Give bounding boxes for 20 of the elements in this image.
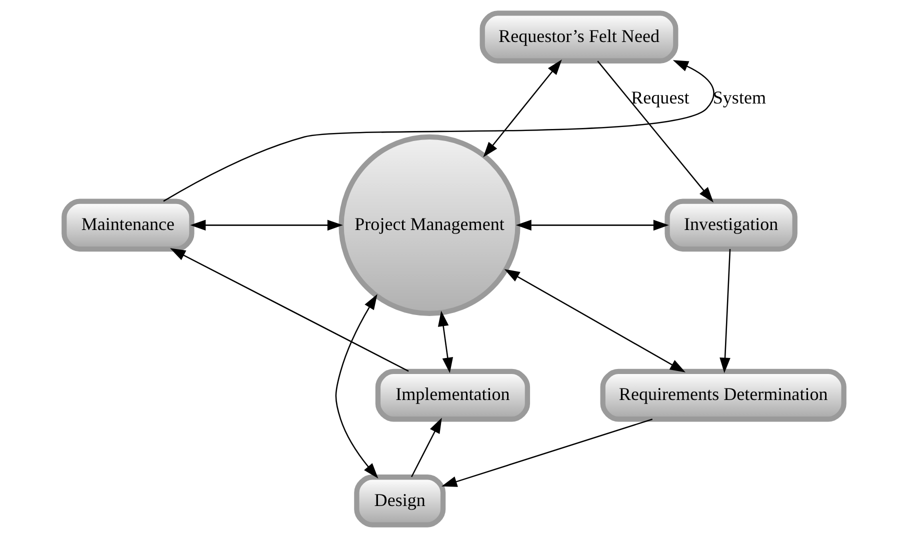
- node-box: Maintenance: [61, 198, 194, 252]
- arrow: [719, 249, 730, 374]
- arrow: [437, 310, 453, 374]
- arrow: [170, 248, 408, 372]
- edge-label: Request: [630, 88, 689, 108]
- node-box: Implementation: [374, 368, 530, 422]
- arrow: [515, 220, 668, 231]
- arrow: [596, 60, 714, 202]
- arrow: [504, 269, 685, 372]
- node-box: Requirements Determination: [600, 368, 846, 422]
- arrow: [441, 418, 652, 487]
- node-box: Investigation: [664, 198, 797, 252]
- arrow: [162, 60, 714, 202]
- arrow: [482, 60, 562, 158]
- node-box: Design: [354, 474, 446, 528]
- arrow: [190, 220, 342, 231]
- edge-label: System: [712, 88, 766, 108]
- arrow: [410, 418, 442, 478]
- arrow: [334, 294, 378, 478]
- node-box: Requestor’s Felt Need: [479, 10, 678, 64]
